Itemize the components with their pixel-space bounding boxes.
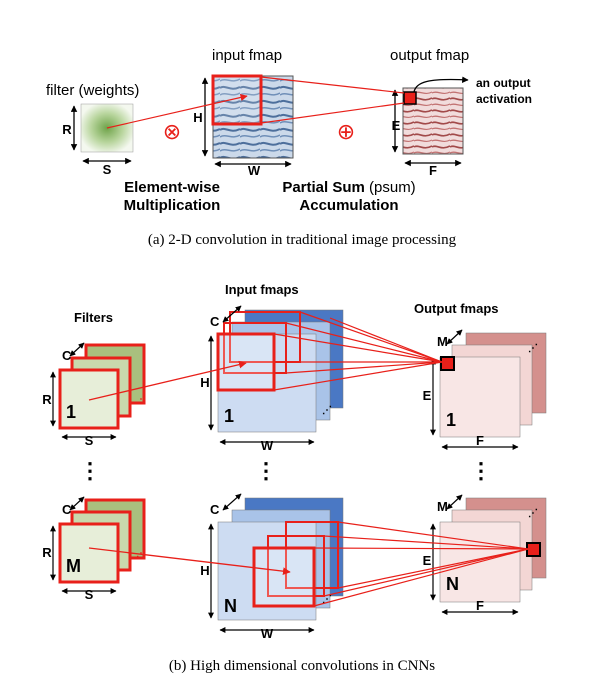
output-dim-e: E (423, 553, 432, 568)
filter-1: 1 ⋰ C R S (42, 342, 146, 448)
part-b: Filters Input fmaps Output fmaps 1 ⋰ C R… (42, 282, 547, 674)
diagonal-arrow-icon (446, 329, 463, 345)
input-to-output-lines-1 (273, 311, 443, 391)
caption-a: (a) 2-D convolution in traditional image… (148, 232, 457, 248)
output-dim-m: M (437, 334, 448, 349)
output-index: 1 (446, 410, 456, 430)
ellipsis-icon: ⋰ (136, 394, 146, 405)
output-activation (440, 356, 455, 371)
input-dim-w: W (248, 163, 261, 178)
multiply-icon: ⊗ (163, 119, 181, 144)
output-dim-f: F (476, 598, 484, 613)
filter-m: M ⋰ C R S (42, 496, 146, 602)
filter-index: 1 (66, 402, 76, 422)
ellipsis-icon: ⋰ (528, 508, 538, 519)
input-fmaps-label: Input fmaps (225, 282, 299, 297)
window-to-output-line (260, 102, 405, 124)
ellipsis-icon: ⋰ (136, 548, 146, 559)
output-dim-f: F (429, 163, 437, 178)
vdots-input: ⋮ (255, 458, 277, 483)
input-dim-h: H (200, 375, 209, 390)
output-fmaps-label: Output fmaps (414, 301, 499, 316)
part-a: filter (weights) input fmap output fmap … (46, 47, 532, 248)
output-dim-e: E (423, 388, 432, 403)
filter-dim-s: S (85, 587, 94, 602)
filter-front (58, 368, 120, 430)
filter-dim-s: S (103, 162, 112, 177)
filter-index: M (66, 556, 81, 576)
input-dim-w: W (261, 626, 274, 641)
input-dim-h: H (193, 110, 202, 125)
output-fmap-n: N ⋰ M E F (423, 494, 547, 615)
output-index: N (446, 574, 459, 594)
input-window-mid (223, 322, 287, 374)
output-activation (403, 91, 417, 105)
diagonal-arrow-icon (222, 305, 242, 323)
diagonal-arrow-icon (222, 493, 242, 511)
filter-label: filter (weights) (46, 82, 139, 99)
input-index: N (224, 596, 237, 616)
output-fmap-label: output fmap (390, 47, 469, 64)
filter-dim-r: R (42, 545, 52, 560)
filter-dim-c: C (62, 348, 72, 363)
input-window-back (229, 311, 301, 363)
window-to-output-line (260, 76, 405, 94)
filters-label: Filters (74, 310, 113, 325)
output-dim-e: E (392, 118, 401, 133)
filter-to-input-arrow (88, 360, 247, 401)
ellipsis-icon: ⋰ (528, 343, 538, 354)
input-fmap-1: 1 ⋰ C H W (200, 305, 344, 453)
diagonal-arrow-icon (69, 496, 85, 511)
psum-caption-2: Accumulation (299, 197, 398, 214)
filter-to-input-arrow (88, 547, 291, 576)
input-window (211, 74, 263, 126)
filter-dim-s: S (85, 433, 94, 448)
output-fmap-1: 1 ⋰ M E F (423, 329, 547, 450)
input-to-output-lines-n (313, 521, 529, 607)
vdots-output: ⋮ (470, 458, 492, 483)
filter-dim-r: R (62, 122, 72, 137)
input-window-front (252, 546, 316, 608)
elementwise-caption-2: Multiplication (124, 197, 221, 214)
input-index: 1 (224, 406, 234, 426)
filter-dim-r: R (42, 392, 52, 407)
input-dim-w: W (261, 438, 274, 453)
vdots-filters: ⋮ (79, 458, 101, 483)
ellipsis-icon: ⋰ (322, 594, 332, 605)
filter-front (58, 522, 120, 584)
input-dim-c: C (210, 314, 220, 329)
output-note-line2: activation (476, 92, 532, 106)
input-dim-c: C (210, 502, 220, 517)
filter-to-input-arrow (106, 93, 248, 129)
output-dim-f: F (476, 433, 484, 448)
input-fmap-n: N ⋰ C H W (200, 493, 344, 641)
output-dim-m: M (437, 499, 448, 514)
filter-dim-c: C (62, 502, 72, 517)
add-icon: ⊕ (337, 119, 355, 144)
diagonal-arrow-icon (446, 494, 463, 510)
input-window-mid (267, 535, 325, 597)
output-activation (526, 542, 541, 557)
input-dim-h: H (200, 563, 209, 578)
output-note-line1: an output (476, 76, 531, 90)
caption-b: (b) High dimensional convolutions in CNN… (169, 658, 435, 674)
note-arrow (413, 76, 469, 93)
input-window-back (285, 521, 339, 589)
input-window-front (216, 332, 276, 392)
input-fmap-label: input fmap (212, 47, 282, 64)
ellipsis-icon: ⋰ (322, 405, 332, 416)
diagonal-arrow-icon (69, 342, 85, 357)
elementwise-caption-1: Element-wise (124, 179, 220, 196)
psum-caption-1: Partial Sum (psum) (282, 179, 415, 196)
